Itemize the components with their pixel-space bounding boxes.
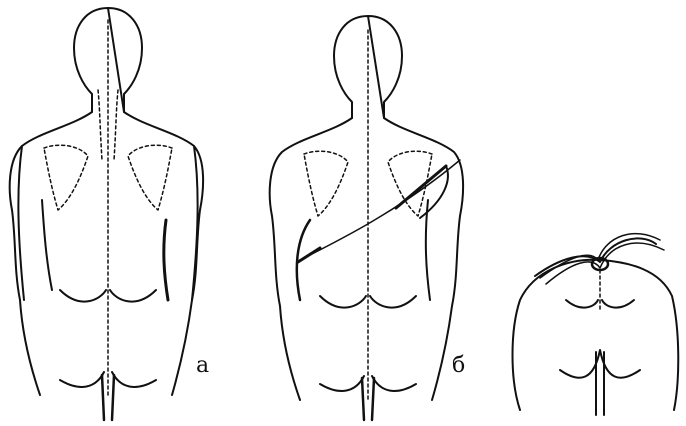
figure-back-a <box>10 8 203 420</box>
diagonal-line-2-b <box>396 166 446 208</box>
arm-inner-right-a <box>164 220 168 300</box>
figure-back-b <box>270 16 463 420</box>
scapula-right-a <box>128 145 172 210</box>
scapula-left-a <box>44 145 88 210</box>
figure-label-b: б <box>452 355 465 377</box>
arm-inner-right-b <box>426 200 430 300</box>
arm-left-a <box>18 146 24 300</box>
lower-diag-b <box>298 248 320 262</box>
figure-bent-back <box>513 234 679 415</box>
arm-right-a <box>192 146 198 300</box>
torso-outline-b <box>270 118 463 400</box>
figure-label-a: а <box>196 355 209 377</box>
bent-gluteal-cleft <box>560 350 640 378</box>
torso-outline-a <box>10 112 203 395</box>
scapula-left-b <box>304 151 348 216</box>
arm-inner-left-a <box>42 200 52 290</box>
